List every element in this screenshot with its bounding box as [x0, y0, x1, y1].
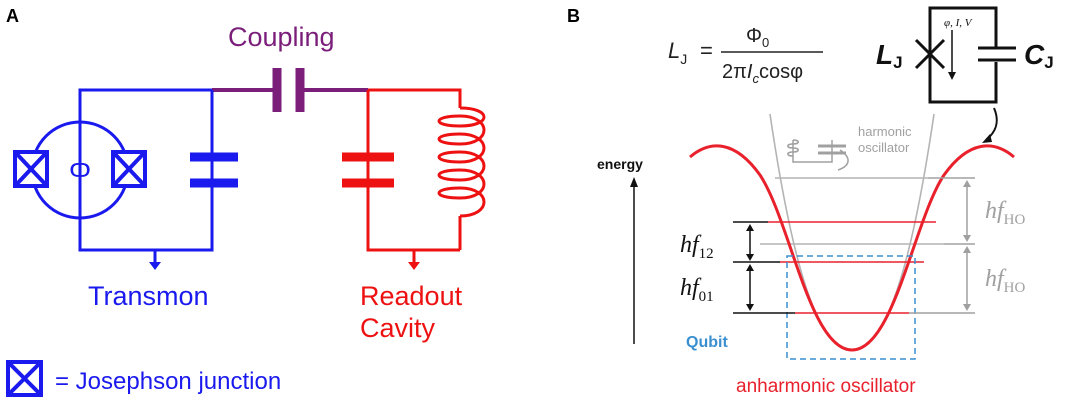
- readout-label-line2: Cavity: [360, 313, 436, 343]
- hf12-arrow-up-icon: [746, 224, 754, 231]
- josephson-junction-icon: [111, 150, 147, 188]
- circuit-params-label: φ, I, V: [944, 17, 973, 29]
- hf01-arrow-down-icon: [746, 304, 754, 311]
- transmon-ground-icon: [149, 262, 161, 270]
- hfho-upper-arrow-down-icon: [963, 235, 971, 242]
- inset-pointer-arrow: [985, 107, 998, 141]
- inductance-equation: LJ = Φ0 2πIccosφ: [668, 25, 823, 86]
- readout-label-line1: Readout: [360, 281, 463, 311]
- panel-a-letter: A: [6, 6, 19, 26]
- svg-text:=: =: [700, 38, 713, 63]
- current-arrow-icon: [948, 72, 956, 80]
- hf01-label: hf01: [680, 275, 714, 305]
- harmonic-potential-curve: [769, 113, 935, 351]
- energy-axis-label: energy: [597, 156, 643, 172]
- hfho-upper-label: hfHO: [985, 198, 1026, 228]
- svg-text:2πIccosφ: 2πIccosφ: [722, 61, 803, 86]
- harmonic-oscillator-icon: [787, 139, 849, 171]
- lc-circuit-inset: [914, 6, 1016, 104]
- transmon-label: Transmon: [88, 281, 209, 311]
- hfho-lower-arrow-down-icon: [963, 304, 971, 311]
- cj-label: CJ: [1024, 39, 1054, 72]
- harmonic-label-line2: oscillator: [858, 140, 910, 155]
- coupling-capacitor: [212, 68, 368, 112]
- harmonic-label-line1: harmonic: [858, 124, 912, 139]
- anharmonic-label: anharmonic oscillator: [736, 376, 916, 397]
- flux-symbol: Φ: [69, 155, 91, 186]
- hf12-label: hf12: [680, 232, 714, 262]
- legend-junction-icon: [6, 360, 43, 397]
- readout-cavity-circuit: [342, 88, 486, 262]
- harmonic-spacing-markers: [909, 177, 975, 314]
- qubit-label: Qubit: [686, 334, 728, 351]
- transition-markers: [733, 221, 795, 314]
- inset-pointer-arrow-head: [982, 134, 992, 143]
- anharmonic-levels: [768, 221, 936, 314]
- svg-text:Φ0: Φ0: [746, 25, 769, 50]
- hfho-lower-arrow-up-icon: [963, 246, 971, 253]
- lj-label: LJ: [876, 39, 903, 72]
- readout-ground-icon: [408, 262, 420, 270]
- josephson-junction-icon: [13, 150, 49, 188]
- harmonic-levels: [760, 177, 944, 245]
- coupling-label: Coupling: [228, 22, 335, 52]
- legend-text: = Josephson junction: [55, 368, 281, 395]
- svg-text:LJ: LJ: [668, 38, 687, 67]
- qubit-box: [786, 255, 916, 360]
- energy-axis-arrow-icon: [630, 177, 638, 187]
- anharmonic-potential-curve: [689, 144, 1015, 352]
- hfho-lower-label: hfHO: [985, 266, 1026, 296]
- hfho-upper-arrow-up-icon: [963, 180, 971, 187]
- hf12-arrow-down-icon: [746, 254, 754, 261]
- panel-b-letter: B: [567, 6, 580, 26]
- hf01-arrow-up-icon: [746, 264, 754, 271]
